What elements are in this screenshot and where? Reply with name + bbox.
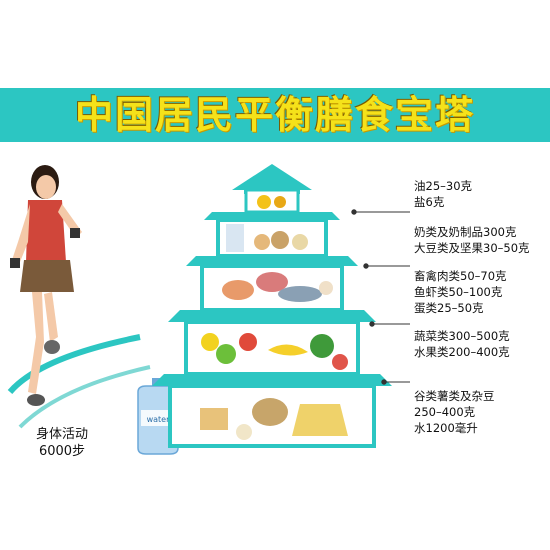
pagoda-roof: [168, 310, 376, 322]
tier-label-line: 奶类及奶制品300克: [414, 225, 517, 239]
pagoda-roof: [186, 256, 358, 266]
tier-label-line: 水果类200–400克: [414, 345, 510, 359]
tier-label-line: 畜禽肉类50–70克: [414, 269, 507, 283]
activity-line-2: 6000步: [38, 444, 86, 459]
swoosh-line: [18, 365, 151, 429]
pagoda-illustration: water: [7, 164, 410, 455]
tier-label-line: 鱼虾类50–100克: [414, 285, 503, 299]
runner-icon: [10, 165, 82, 406]
activity-label: 身体活动 6000步: [22, 426, 102, 460]
activity-line-1: 身体活动: [35, 427, 88, 442]
tier-label-line: 水1200毫升: [414, 421, 478, 435]
tier-label-line: 蛋类25–50克: [414, 301, 484, 315]
tier-label-dairy-soy: 奶类及奶制品300克 大豆类及坚果30–50克: [414, 224, 530, 256]
title-banner: [0, 88, 550, 142]
tier-label-line: 油25–30克: [414, 179, 473, 193]
pagoda-roof: [232, 164, 312, 194]
water-label: water: [147, 415, 171, 424]
tier-label-line: 250–400克: [414, 405, 476, 419]
tier-label-grains-water: 谷类薯类及杂豆 250–400克 水1200毫升: [414, 388, 495, 436]
pagoda-roof: [152, 374, 392, 386]
food-items: [200, 195, 348, 440]
swoosh-line: [7, 334, 141, 394]
tier-label-line: 蔬菜类300–500克: [414, 329, 510, 343]
tier-label-line: 谷类薯类及杂豆: [414, 389, 495, 403]
tier-label-veg-fruit: 蔬菜类300–500克 水果类200–400克: [414, 328, 510, 360]
pyramid-stage: water: [0, 142, 550, 462]
tier-label-line: 盐6克: [414, 195, 445, 209]
tier-label-oil-salt: 油25–30克 盐6克: [414, 178, 472, 210]
tier-label-line: 大豆类及坚果30–50克: [414, 241, 530, 255]
tier-oil-salt: [244, 188, 300, 214]
tier-label-meat-fish-egg: 畜禽肉类50–70克 鱼虾类50–100克 蛋类25–50克: [414, 268, 507, 316]
page-title: 中国居民平衡膳食宝塔: [74, 93, 475, 137]
leader-lines: [351, 209, 410, 385]
